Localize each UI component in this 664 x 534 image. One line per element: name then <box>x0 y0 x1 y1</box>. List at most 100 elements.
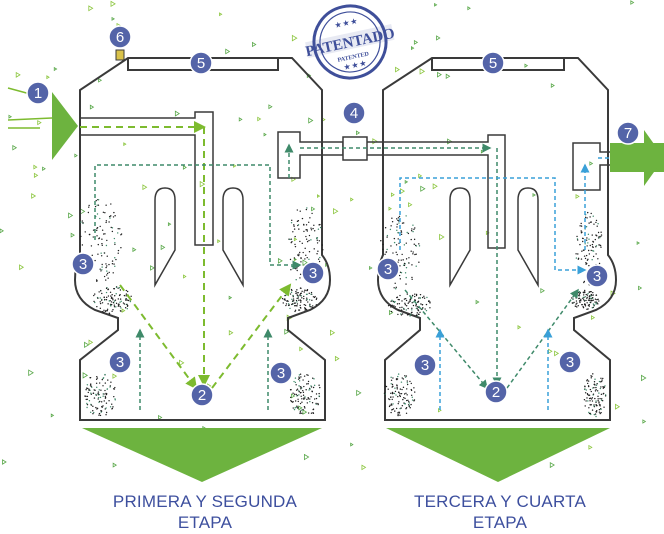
particle-dot <box>296 269 298 272</box>
speckle-mark <box>158 414 163 421</box>
particle-dot <box>317 250 319 252</box>
particle-dot <box>571 297 573 299</box>
marker-number: 2 <box>198 387 206 404</box>
particle-dot <box>112 272 114 274</box>
particle-dot <box>415 293 418 296</box>
particle-dot <box>105 392 107 395</box>
particle-dot <box>99 307 102 310</box>
particle-dot <box>402 398 404 401</box>
particle-dot <box>390 225 392 227</box>
particle-dot <box>575 300 578 302</box>
particle-dot <box>292 296 294 298</box>
speckle-mark <box>549 461 555 469</box>
particle-dot <box>390 396 392 398</box>
particle-dot <box>598 235 600 238</box>
particle-dot <box>294 243 296 246</box>
particle-dot <box>301 401 303 403</box>
particle-dot <box>295 384 297 386</box>
particle-dot <box>397 238 399 240</box>
speckle-mark <box>532 192 536 198</box>
particle-dot <box>597 399 599 402</box>
particle-dot <box>106 296 108 299</box>
particle-dot <box>303 375 306 377</box>
particle-dot <box>397 414 399 417</box>
particle-dot <box>602 393 604 395</box>
particle-dot <box>305 235 307 238</box>
particle-dot <box>393 392 396 395</box>
particle-dot <box>93 294 95 297</box>
particle-dot <box>117 228 119 230</box>
particle-dot <box>103 400 105 402</box>
particle-dot <box>586 245 588 247</box>
particle-dot <box>598 380 601 383</box>
particle-dot <box>318 392 320 395</box>
particle-dot <box>592 299 594 301</box>
particle-dot <box>405 309 407 311</box>
particle-dot <box>572 298 574 301</box>
particle-dot <box>303 291 305 293</box>
particle-dot <box>398 215 401 218</box>
particle-dot <box>405 375 408 377</box>
particle-dot <box>290 400 293 403</box>
marker-4-badge: 4 <box>342 101 366 125</box>
particle-dot <box>305 254 307 256</box>
particle-dot <box>412 251 414 253</box>
particle-dot <box>105 279 107 281</box>
particle-dot <box>398 274 401 277</box>
particle-dot <box>126 303 128 306</box>
particle-dot <box>392 252 394 254</box>
particle-dot <box>411 294 414 297</box>
particle-dot <box>96 375 98 378</box>
particle-dot <box>416 312 418 314</box>
particle-dot <box>85 389 87 391</box>
particle-dot <box>405 242 407 244</box>
particle-dot <box>302 408 304 411</box>
particle-dot <box>298 390 300 393</box>
particle-dot <box>120 307 122 309</box>
marker-6-badge: 6 <box>108 25 132 49</box>
particle-dot <box>596 235 598 237</box>
particle-dot <box>306 289 308 292</box>
particle-dot <box>87 211 90 214</box>
particle-dot <box>82 222 84 224</box>
particle-dot <box>401 377 403 379</box>
particle-dot <box>401 388 403 391</box>
particle-dot <box>388 405 391 408</box>
particle-dot <box>88 206 90 208</box>
particle-dot <box>584 216 587 219</box>
particle-dot <box>117 252 119 254</box>
particle-dot <box>390 392 392 394</box>
particle-dot <box>393 287 395 289</box>
particle-dot <box>587 292 589 295</box>
particle-dot <box>104 408 106 410</box>
particle-dot <box>303 406 306 408</box>
particle-dot <box>392 396 394 398</box>
particle-dot <box>599 397 601 400</box>
particle-dot <box>415 253 417 255</box>
speckle-mark <box>68 212 74 219</box>
particle-dot <box>405 392 407 395</box>
particle-dot <box>421 296 424 299</box>
particle-dot <box>310 291 313 294</box>
particle-dot <box>113 237 116 240</box>
particle-dot <box>293 257 296 259</box>
particle-dot <box>422 307 424 309</box>
speckle-mark <box>445 73 451 80</box>
marker-3-badge: 3 <box>71 252 95 276</box>
particle-dot <box>305 309 308 311</box>
particle-dot <box>97 391 100 393</box>
particle-dot <box>99 268 101 270</box>
particle-dot <box>393 241 396 244</box>
particle-dot <box>583 280 586 283</box>
particle-dot <box>298 394 300 396</box>
flow-down-left <box>119 284 198 390</box>
particle-dot <box>298 385 300 387</box>
particle-dot <box>80 235 82 238</box>
particle-dot <box>414 253 416 256</box>
flow-arrows-second <box>399 148 647 410</box>
particle-dot <box>113 304 116 306</box>
particle-dot <box>384 227 387 229</box>
particle-dot <box>396 218 398 220</box>
particle-dot <box>574 305 577 307</box>
particle-dot <box>114 386 116 389</box>
